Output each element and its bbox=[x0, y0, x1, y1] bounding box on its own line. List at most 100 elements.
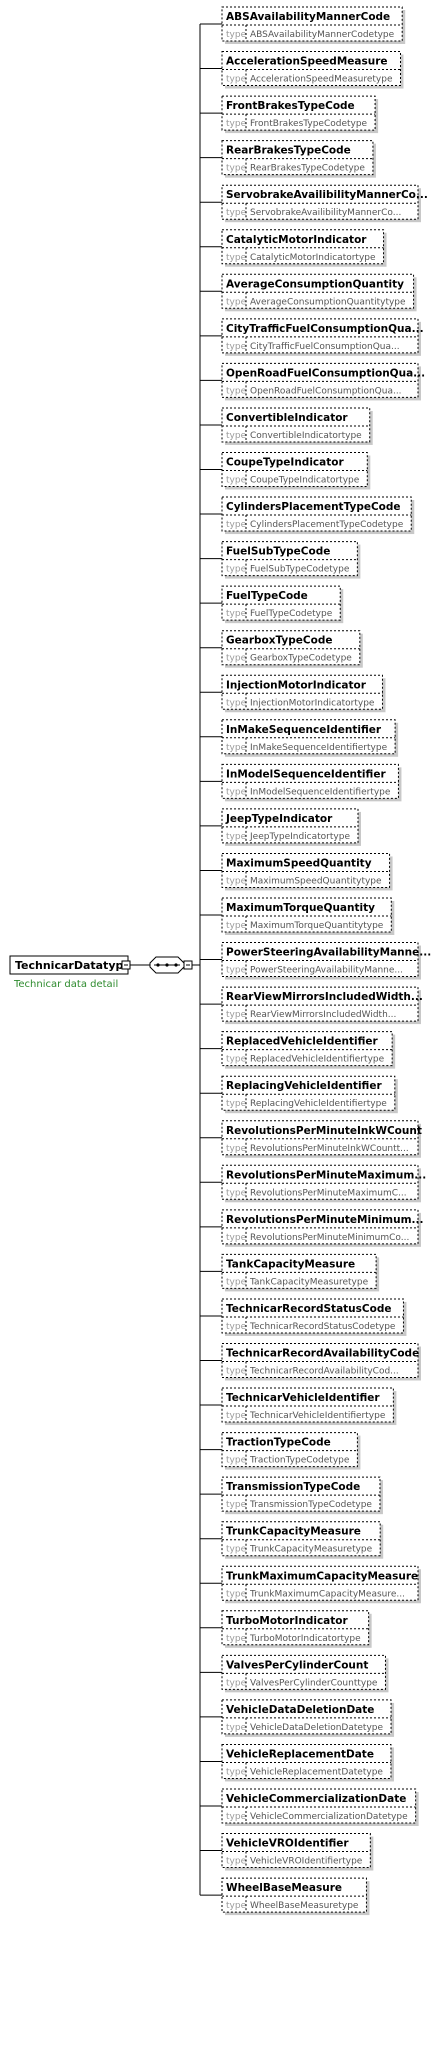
child-element-box bbox=[221, 1343, 419, 1378]
child-element-type-keyword: type bbox=[226, 431, 247, 441]
child-element-type: TankCapacityMeasuretype bbox=[249, 1277, 369, 1287]
child-element-type-keyword: type bbox=[226, 30, 247, 40]
child-element-name: ConvertibleIndicator bbox=[226, 412, 348, 424]
child-element-name: TechnicarVehicleIdentifier bbox=[226, 1392, 380, 1404]
child-element-type: AccelerationSpeedMeasuretype bbox=[250, 75, 393, 85]
child-element-name: ServobrakeAvailibilityMannerCo... bbox=[226, 189, 428, 201]
sequence-compositor[interactable] bbox=[130, 956, 200, 974]
child-element-type-keyword: type bbox=[226, 476, 247, 486]
child-element-name: MaximumTorqueQuantity bbox=[226, 902, 375, 914]
child-element-type: OpenRoadFuelConsumptionQua... bbox=[250, 386, 402, 396]
child-element-name: WheelBaseMeasure bbox=[226, 1882, 342, 1894]
child-element-type: ConvertibleIndicatortype bbox=[250, 431, 362, 441]
child-element-box bbox=[221, 719, 396, 755]
child-element-name: InjectionMotorIndicator bbox=[226, 679, 367, 691]
child-element-box bbox=[221, 1565, 419, 1601]
child-element-type-keyword: type bbox=[226, 1545, 247, 1555]
child-element-type-keyword: type bbox=[226, 698, 247, 708]
child-element-type-keyword: type bbox=[226, 1233, 247, 1243]
child-element-type-keyword: type bbox=[226, 743, 247, 753]
child-element-name: AccelerationSpeedMeasure bbox=[226, 56, 388, 68]
child-element-box bbox=[221, 1610, 370, 1646]
child-element-type-keyword: type bbox=[226, 832, 247, 842]
child-element-type: InMakeSequenceIdentifiertype bbox=[250, 743, 388, 753]
child-element-type: ValvesPerCylinderCounttype bbox=[250, 1678, 378, 1688]
child-element-box bbox=[221, 140, 374, 176]
child-element-box bbox=[221, 95, 376, 131]
root-element-name: TechnicarDatatype bbox=[15, 959, 131, 972]
child-element-box bbox=[221, 986, 419, 1022]
child-element-box bbox=[221, 6, 403, 42]
child-element-box bbox=[221, 318, 419, 354]
child-element-type-keyword: type bbox=[226, 164, 247, 174]
child-element-box bbox=[221, 1031, 393, 1067]
child-element-type-keyword: type bbox=[226, 609, 247, 619]
child-element-type: FrontBrakesTypeCodetype bbox=[250, 119, 368, 129]
child-element-box bbox=[221, 407, 371, 443]
child-element-name: RevolutionsPerMinuteInkWCount bbox=[226, 1125, 422, 1137]
connector-lines bbox=[199, 23, 222, 1896]
child-element-name: FuelTypeCode bbox=[226, 590, 308, 602]
child-element-type: VehicleDataDeletionDatetype bbox=[250, 1723, 383, 1733]
child-element-name: PowerSteeringAvailabilityManne... bbox=[226, 947, 431, 959]
root-element[interactable]: TechnicarDatatype Technicar data detail bbox=[9, 955, 131, 990]
child-element-name: TurboMotorIndicator bbox=[226, 1615, 349, 1627]
child-element-type-keyword: type bbox=[226, 1767, 247, 1777]
child-element-type: VehicleVROIdentifiertype bbox=[250, 1857, 363, 1867]
child-element-name: ValvesPerCylinderCount bbox=[226, 1659, 368, 1671]
child-element-box bbox=[221, 1432, 358, 1468]
child-element-type-keyword: type bbox=[226, 342, 247, 352]
child-element-type-keyword: type bbox=[226, 75, 247, 85]
child-element-type-keyword: type bbox=[226, 208, 247, 218]
child-element-name: CoupeTypeIndicator bbox=[226, 457, 344, 469]
child-element-type: AverageConsumptionQuantitytype bbox=[250, 297, 406, 307]
child-element-type: RearBrakesTypeCodetype bbox=[250, 164, 365, 174]
sequence-icon-dot-1 bbox=[156, 963, 160, 967]
child-element[interactable]: ValvesPerCylinderCounttype ValvesPerCylin… bbox=[221, 1654, 389, 1693]
